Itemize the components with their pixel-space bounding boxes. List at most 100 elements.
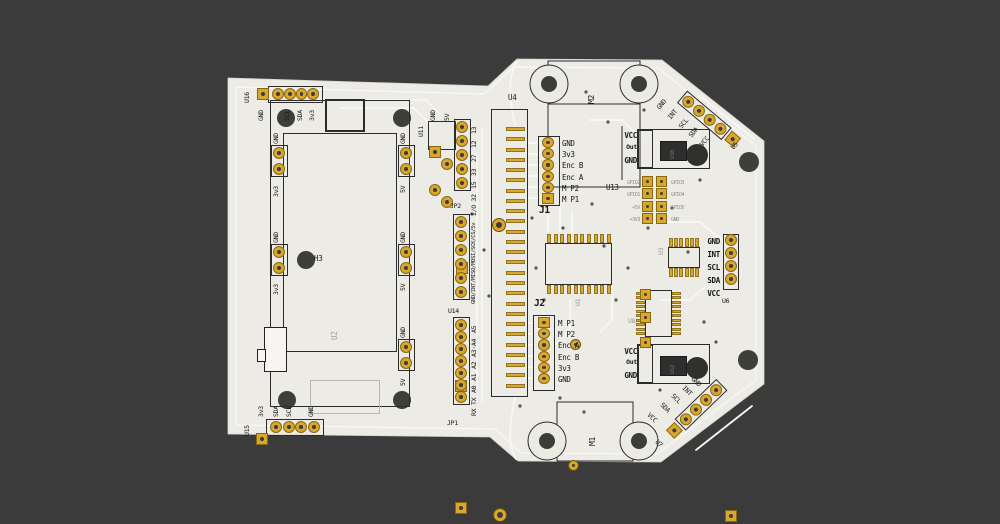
power-pair-left-2[interactable] [273,246,285,274]
pad[interactable] [400,163,412,175]
slide-switch[interactable] [264,327,287,372]
chip-u1[interactable] [545,243,612,285]
pad[interactable] [456,163,468,175]
power-pair-right-2[interactable] [400,246,412,274]
pad[interactable] [455,319,467,331]
pad[interactable] [455,391,467,403]
pad[interactable] [307,88,319,100]
pad[interactable] [273,262,285,274]
pad[interactable] [725,260,737,272]
pad[interactable] [642,200,653,212]
header-u13-col-left[interactable] [642,176,653,224]
pad[interactable] [272,88,284,100]
pad[interactable] [429,146,441,158]
pad[interactable] [307,421,320,433]
header-jp1[interactable] [455,319,467,403]
pad[interactable] [642,188,653,200]
pad[interactable] [400,262,412,274]
header-u6[interactable] [725,234,737,285]
pad[interactable] [429,184,441,196]
pad[interactable] [455,355,467,367]
pad[interactable] [273,147,285,159]
pad[interactable] [456,121,468,133]
pad[interactable] [493,508,507,522]
pad[interactable] [400,147,412,159]
pad[interactable] [542,148,554,160]
pad[interactable] [257,88,269,100]
pad[interactable] [256,433,268,445]
pad[interactable] [570,339,581,350]
slide-switch-lever[interactable] [257,349,266,362]
header-u15[interactable] [270,421,320,433]
pad[interactable] [282,421,295,433]
pad[interactable] [568,460,579,471]
pad[interactable] [456,177,468,189]
pad[interactable] [542,181,554,193]
module-u10-outline[interactable] [637,129,710,169]
pad[interactable] [455,502,467,514]
pad[interactable] [538,361,550,373]
connector-u4-pads[interactable] [506,127,525,388]
pad[interactable] [455,286,467,298]
pad[interactable] [642,212,653,224]
pad[interactable] [455,367,467,379]
pad[interactable] [456,149,468,161]
pad[interactable] [725,273,737,285]
pad[interactable] [400,246,412,258]
pad[interactable] [542,137,554,149]
pad[interactable] [400,341,412,353]
pad[interactable] [455,272,467,284]
pad[interactable] [725,234,737,246]
pad[interactable] [538,317,550,329]
pad[interactable] [455,244,467,256]
header-u16[interactable] [272,88,319,100]
pad[interactable] [640,289,651,300]
pad[interactable] [455,216,467,228]
pad[interactable] [640,312,651,323]
pad[interactable] [656,176,667,187]
power-pair-left-1[interactable] [273,147,285,175]
pad[interactable] [656,188,667,200]
pad[interactable] [642,176,653,187]
pad[interactable] [455,258,467,270]
pad[interactable] [455,331,467,343]
pad[interactable] [656,212,667,224]
pad[interactable] [273,163,285,175]
pad[interactable] [455,230,467,242]
header-j1[interactable] [542,137,554,205]
pad[interactable] [725,510,737,522]
pad[interactable] [273,246,285,258]
pad[interactable] [455,343,467,355]
chip-u3[interactable] [668,247,700,268]
pad[interactable] [542,159,554,171]
header-j2[interactable] [538,317,550,385]
header-u13-col-right[interactable] [656,176,667,224]
pad[interactable] [542,192,554,205]
power-pair-right-3[interactable] [400,341,412,369]
pad[interactable] [456,135,468,147]
header-jp2[interactable] [456,121,468,189]
connector-u4-outline[interactable] [491,109,528,397]
pad[interactable] [538,328,550,340]
component-u12-body[interactable] [660,356,687,376]
pad[interactable] [542,170,554,182]
pad[interactable] [725,247,737,259]
pad[interactable] [441,196,453,208]
pad[interactable] [295,88,308,100]
pad[interactable] [400,357,412,369]
pad[interactable] [538,339,550,351]
pad[interactable] [295,421,308,433]
pad[interactable] [441,158,453,170]
pad[interactable] [640,337,651,348]
pad[interactable] [538,372,550,385]
pad[interactable] [283,88,296,100]
header-u14[interactable] [455,216,467,298]
pad[interactable] [656,200,667,212]
module-u12-outline[interactable] [637,344,710,384]
pad[interactable] [455,379,467,391]
pad[interactable] [538,350,550,362]
power-pair-right-1[interactable] [400,147,412,175]
pad[interactable] [492,218,506,232]
pad[interactable] [270,421,282,433]
component-u10-body[interactable] [660,141,687,161]
